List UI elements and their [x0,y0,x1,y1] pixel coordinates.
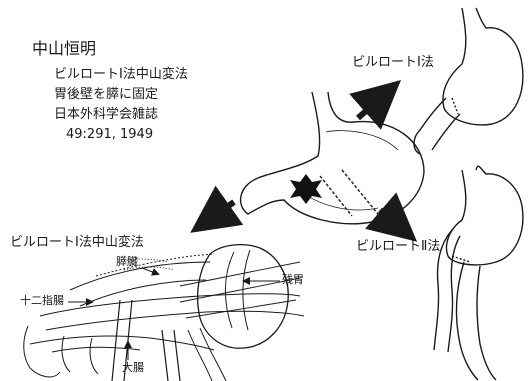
reference-line-4: 49:291, 1949 [66,128,153,143]
nakayama-surgical-drawing [24,245,304,381]
label-remnant-stomach: 残胃 [282,274,304,287]
label-billroth1: ビルロートⅠ法 [352,56,434,71]
reference-line-3: 日本外科学会雑誌 [54,108,158,123]
billroth2-stomach [434,166,523,380]
resection-marker-icon [290,174,322,204]
pancreas-pointer-arrow [142,268,158,274]
arrow-to-billroth1 [358,88,392,118]
label-colon: 大腸 [122,362,144,375]
reference-line-2: 胃後壁を膵に固定 [54,88,158,103]
reference-line-1: ビルロートⅠ法中山変法 [54,68,188,83]
billroth1-stomach [414,8,523,154]
label-billroth1-nakayama: ビルロートⅠ法中山変法 [10,236,144,251]
author-title: 中山恒明 [32,40,96,58]
label-billroth2: ビルロートⅡ法 [356,240,440,255]
label-duodenum: 十二指腸 [20,295,64,308]
label-pancreas: 膵臓 [116,256,138,269]
central-stomach [241,92,424,224]
arrow-to-nakayama [200,202,234,226]
